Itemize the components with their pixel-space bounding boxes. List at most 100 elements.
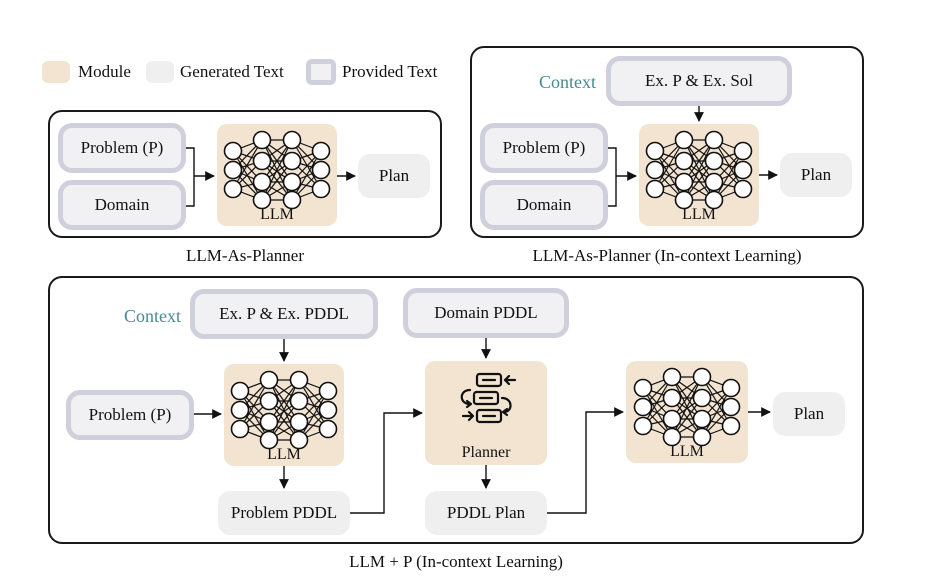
llm-label: LLM	[260, 206, 294, 223]
llm-module: LLM	[217, 124, 337, 226]
nn-node	[318, 419, 338, 439]
llm-module: LLM	[639, 124, 759, 226]
nn-node	[733, 160, 753, 180]
nn-node	[674, 151, 694, 171]
nn-node	[223, 179, 243, 199]
nn-node	[311, 179, 331, 199]
nn-node	[259, 412, 279, 432]
nn-node	[662, 367, 682, 387]
nn-edge	[713, 139, 744, 190]
problem-box: Problem (P)	[58, 123, 186, 173]
nn-edge	[298, 379, 329, 430]
nn-edge	[291, 150, 322, 201]
plan-box: Plan	[780, 153, 852, 197]
nn-edge	[261, 139, 293, 201]
nn-node	[692, 427, 712, 447]
domain-box: Domain	[480, 180, 608, 230]
nn-node	[704, 130, 724, 150]
context-box: Ex. P & Ex. Sol	[606, 56, 792, 106]
nn-node	[282, 190, 302, 210]
legend-generated-label: Generated Text	[180, 62, 284, 81]
domain-pddl-box: Domain PDDL	[403, 288, 569, 338]
pddl-plan-box: PDDL Plan	[425, 491, 547, 535]
nn-node	[311, 141, 331, 161]
problem-pddl-box: Problem PDDL	[218, 491, 350, 535]
legend-module-label: Module	[78, 62, 131, 81]
nn-node	[645, 179, 665, 199]
nn-node	[662, 388, 682, 408]
panel1-caption: LLM-As-Planner	[185, 246, 305, 265]
llm-module-1: LLM	[224, 364, 344, 466]
nn-node	[311, 160, 331, 180]
nn-node	[289, 370, 309, 390]
nn-edge	[268, 379, 300, 441]
llm-label: LLM	[682, 206, 716, 223]
nn-node	[645, 160, 665, 180]
nn-node	[230, 419, 250, 439]
nn-node	[259, 370, 279, 390]
context-box: Ex. P & Ex. PDDL	[190, 289, 378, 339]
nn-node	[704, 190, 724, 210]
nn-edge	[683, 139, 715, 201]
nn-edge	[239, 379, 270, 430]
neural-network-icon	[230, 370, 338, 450]
legend-provided-swatch	[306, 59, 336, 85]
nn-node	[662, 409, 682, 429]
nn-node	[721, 416, 741, 436]
panel2-caption: LLM-As-Planner (In-context Learning)	[532, 246, 802, 265]
nn-node	[252, 130, 272, 150]
nn-node	[230, 381, 250, 401]
nn-node	[252, 190, 272, 210]
legend-provided-label: Provided Text	[342, 62, 438, 81]
legend-generated-swatch	[146, 61, 174, 83]
legend-module-swatch	[42, 61, 70, 83]
problem-box: Problem (P)	[66, 390, 194, 440]
planner-module: Planner	[425, 361, 547, 465]
nn-node	[662, 427, 682, 447]
context-label: Context	[539, 72, 596, 92]
context-label: Context	[124, 306, 181, 326]
domain-box: Domain	[58, 180, 186, 230]
nn-node	[282, 130, 302, 150]
nn-node	[252, 151, 272, 171]
neural-network-icon	[645, 130, 753, 210]
nn-node	[733, 179, 753, 199]
nn-node	[230, 400, 250, 420]
nn-node	[704, 151, 724, 171]
nn-node	[674, 172, 694, 192]
nn-node	[223, 141, 243, 161]
nn-node	[633, 397, 653, 417]
planner-label: Planner	[461, 444, 511, 461]
nn-node	[692, 388, 712, 408]
nn-edge	[298, 390, 329, 441]
nn-edge	[232, 139, 263, 190]
nn-node	[289, 391, 309, 411]
nn-edge	[654, 139, 685, 190]
plan-box: Plan	[773, 392, 845, 436]
nn-node	[282, 151, 302, 171]
nn-node	[289, 412, 309, 432]
nn-node	[259, 391, 279, 411]
nn-node	[282, 172, 302, 192]
nn-edge	[701, 376, 732, 427]
nn-node	[289, 430, 309, 450]
nn-edge	[701, 387, 732, 438]
nn-edge	[671, 376, 703, 438]
nn-node	[733, 141, 753, 161]
plan-box: Plan	[358, 154, 430, 198]
nn-node	[252, 172, 272, 192]
nn-node	[721, 397, 741, 417]
nn-node	[704, 172, 724, 192]
llm-label: LLM	[670, 443, 704, 460]
nn-node	[674, 130, 694, 150]
nn-node	[223, 160, 243, 180]
nn-node	[318, 381, 338, 401]
nn-node	[318, 400, 338, 420]
llm-module-2: LLM	[626, 361, 748, 463]
nn-edge	[713, 150, 744, 201]
planner-icon	[460, 372, 517, 424]
nn-node	[674, 190, 694, 210]
nn-node	[633, 378, 653, 398]
neural-network-icon	[223, 130, 331, 210]
nn-edge	[291, 139, 322, 190]
